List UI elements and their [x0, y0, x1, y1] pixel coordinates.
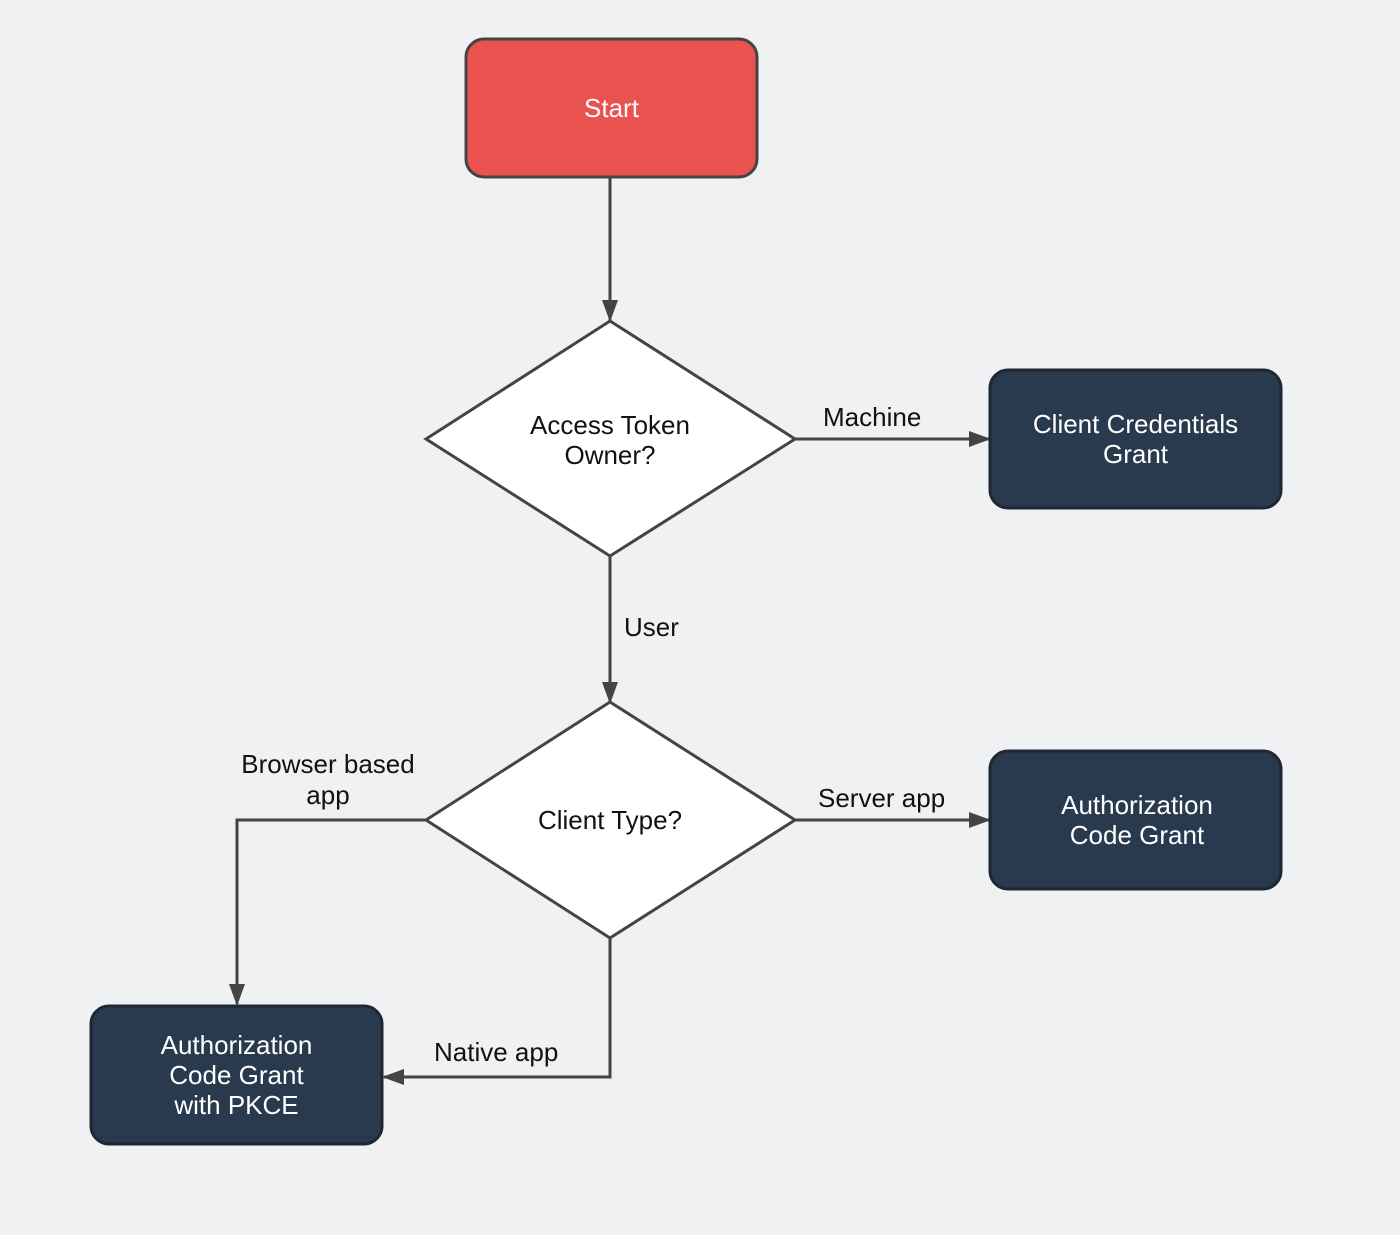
edge-label-native-app: Native app [434, 1037, 559, 1067]
start-label: Start [584, 93, 639, 123]
edge-label-machine: Machine [823, 402, 922, 432]
client-type-decision-label: Client Type? [537, 805, 683, 835]
authorization-code-label: Authorization Code Grant [1061, 790, 1213, 850]
client-credentials-node [988, 368, 1283, 510]
edge-label-browser-based: Browser based app [241, 749, 415, 810]
edge-native-app [382, 938, 612, 1085]
start-node [464, 37, 759, 179]
client-credentials-label: Client Credentials Grant [1032, 409, 1239, 469]
authorization-code-node [988, 749, 1283, 891]
edge-label-server-app: Server app [818, 783, 946, 813]
owner-decision-label: Access Token Owner? [530, 410, 690, 470]
authorization-code-pkce-node [89, 1004, 384, 1146]
client-type-decision-node [423, 700, 798, 940]
owner-decision-node [423, 319, 798, 558]
authorization-code-pkce-label: Authorization Code Grant with PKCE [160, 1030, 313, 1120]
edge-label-user: User [624, 612, 679, 642]
edge-browser-based [229, 818, 426, 1006]
